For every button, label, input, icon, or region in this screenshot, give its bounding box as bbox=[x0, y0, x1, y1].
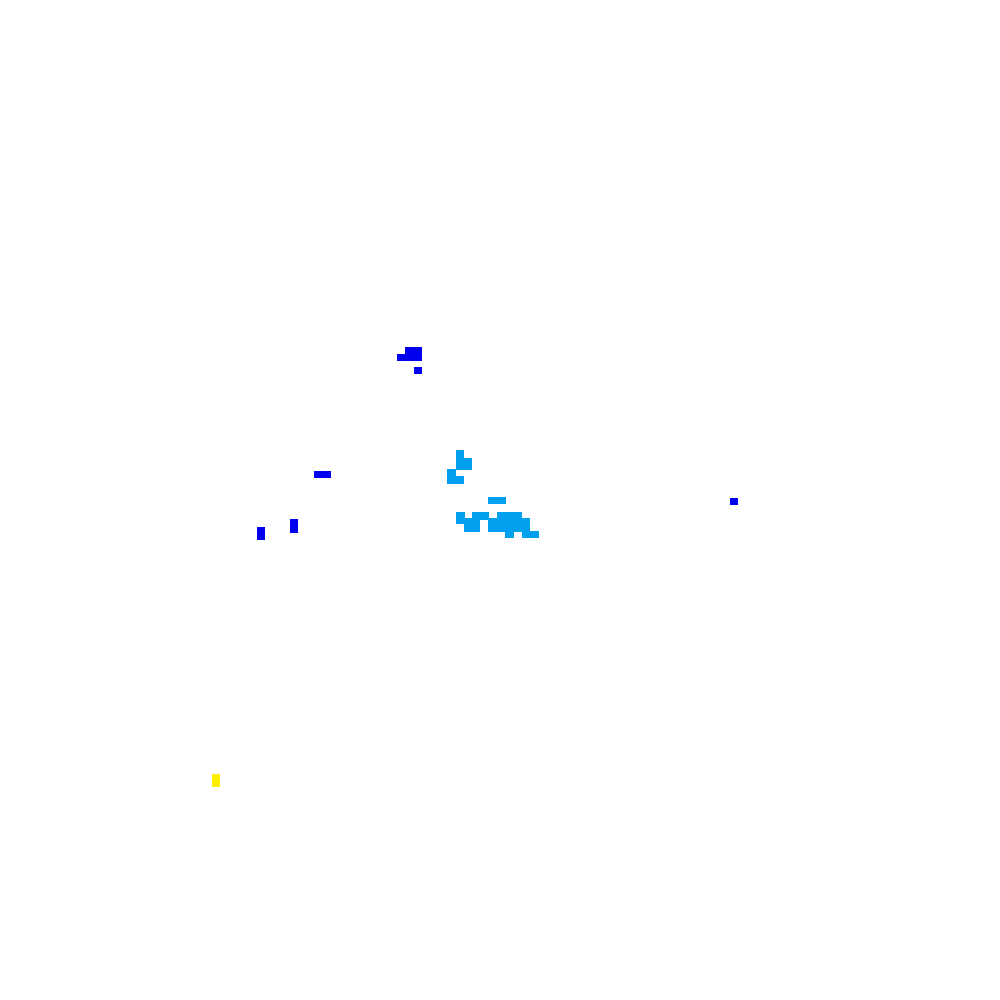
blue-pixel bbox=[405, 347, 422, 356]
cyan-pixel bbox=[464, 518, 480, 532]
cyan-pixel bbox=[456, 512, 465, 524]
cyan-pixel bbox=[447, 476, 464, 484]
blue-pixel bbox=[414, 367, 422, 374]
cyan-pixel bbox=[472, 512, 489, 520]
cyan-pixel bbox=[497, 512, 522, 520]
cyan-pixel bbox=[488, 497, 506, 504]
blue-pixel bbox=[290, 519, 298, 533]
cyan-pixel bbox=[505, 530, 514, 538]
cyan-pixel bbox=[456, 450, 464, 460]
blue-pixel bbox=[257, 527, 265, 540]
blue-pixel bbox=[730, 498, 738, 505]
blue-pixel bbox=[314, 471, 331, 478]
cyan-pixel bbox=[488, 518, 530, 532]
blue-pixel bbox=[397, 354, 422, 361]
cyan-pixel bbox=[522, 531, 539, 538]
cyan-pixel bbox=[456, 458, 472, 470]
yellow-pixel bbox=[212, 774, 220, 787]
